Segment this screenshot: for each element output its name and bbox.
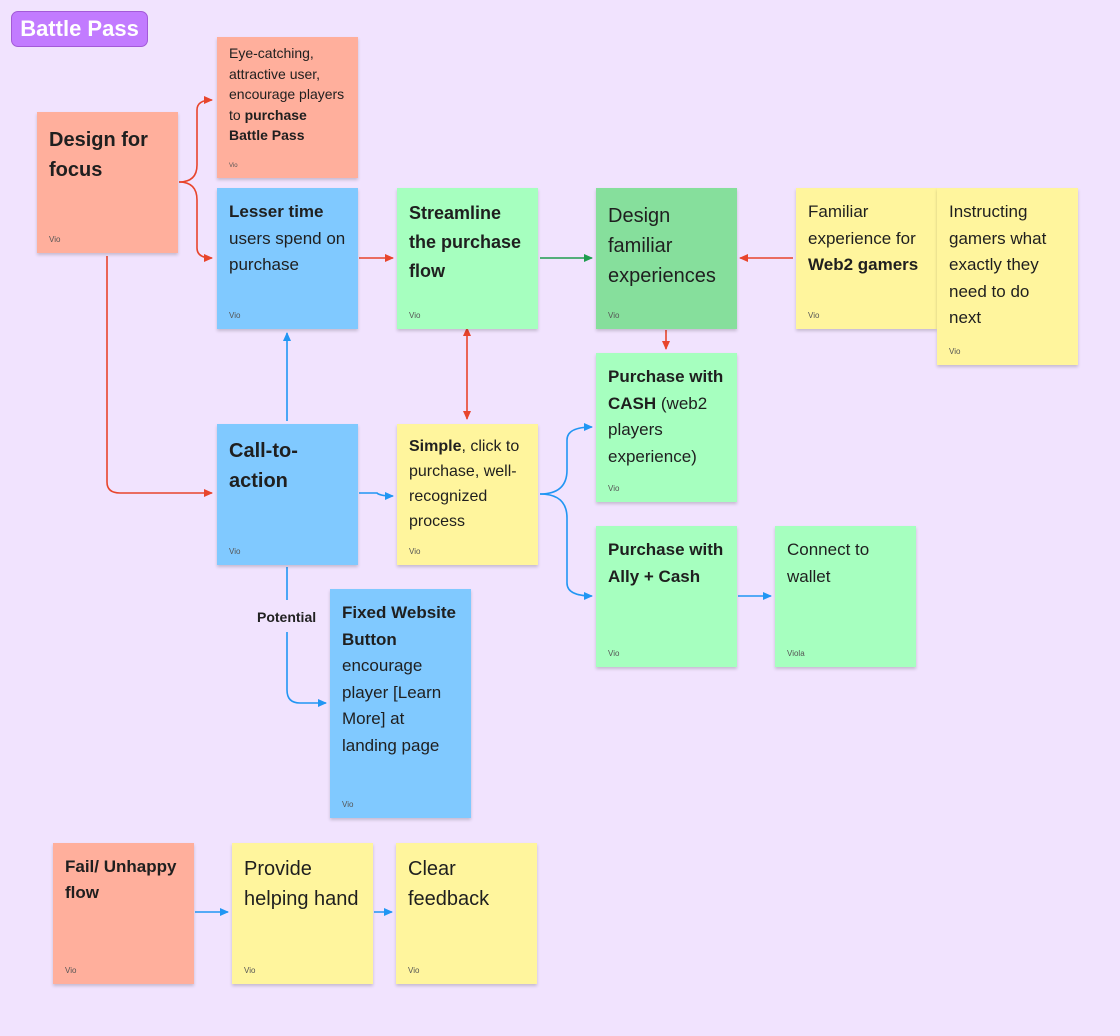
note-author: Vio — [409, 547, 421, 556]
note-fixed-website-button[interactable]: Fixed Website Button encourage player [L… — [330, 589, 471, 818]
note-text: Fixed Website Button encourage player [L… — [342, 603, 456, 755]
note-text: Clear feedback — [408, 858, 490, 910]
arrow-simple-to-cash — [539, 423, 593, 495]
note-purchase-ally[interactable]: Purchase with Ally + Cash Vio — [596, 526, 737, 667]
note-clear-feedback[interactable]: Clear feedback Vio — [396, 843, 537, 984]
note-text: Lesser time users spend on purchase — [229, 202, 346, 274]
arrow-focus-to-lesser — [178, 181, 213, 262]
note-familiar-web2[interactable]: Familiar experience for Web2 gamers Vio — [796, 188, 937, 329]
note-text: Provide helping hand — [244, 858, 359, 910]
note-author: Vio — [342, 800, 354, 809]
note-text: Eye-catching, attractive user, encourage… — [229, 45, 345, 143]
note-text: Instructing gamers what exactly they nee… — [949, 202, 1047, 327]
note-text: Simple, click to purchase, well-recogniz… — [409, 438, 520, 530]
note-author: Vio — [608, 484, 620, 493]
note-design-for-focus[interactable]: Design for focus Vio — [37, 112, 178, 253]
note-author: Vio — [408, 966, 420, 975]
note-author: Vio — [608, 649, 620, 658]
note-text: Purchase with CASH (web2 players experie… — [608, 367, 724, 466]
note-author: Vio — [409, 311, 421, 320]
note-text: Connect to wallet — [787, 540, 870, 586]
note-helping-hand[interactable]: Provide helping hand Vio — [232, 843, 373, 984]
arrow-simple-to-ally — [539, 493, 593, 600]
note-lesser-time[interactable]: Lesser time users spend on purchase Vio — [217, 188, 358, 329]
note-text: Call-to-action — [229, 440, 298, 492]
note-author: Vio — [808, 311, 820, 320]
note-author: Vio — [49, 235, 61, 244]
note-author: Vio — [608, 311, 620, 320]
arrow-focus-to-eye — [178, 96, 213, 183]
note-text: Fail/ Unhappy flow — [65, 857, 177, 902]
connector-label-potential: Potential — [257, 609, 317, 625]
arrow-focus-to-cta — [106, 256, 213, 497]
note-design-familiar[interactable]: Design familiar experiences Vio — [596, 188, 737, 329]
note-simple[interactable]: Simple, click to purchase, well-recogniz… — [397, 424, 538, 565]
note-author: Vio — [949, 347, 961, 356]
note-author: Vio — [229, 547, 241, 556]
note-author: Vio — [229, 311, 241, 320]
note-text: Design familiar experiences — [608, 205, 716, 287]
note-text: Design for focus — [49, 129, 148, 181]
note-eye-catching[interactable]: Eye-catching, attractive user, encourage… — [217, 37, 358, 178]
note-text: Purchase with Ally + Cash — [608, 540, 724, 586]
note-author: Viola — [787, 649, 805, 658]
note-author: Vio — [65, 966, 77, 975]
note-purchase-cash[interactable]: Purchase with CASH (web2 players experie… — [596, 353, 737, 502]
note-text: Familiar experience for Web2 gamers — [808, 202, 919, 274]
note-text: Streamline the purchase flow — [409, 203, 522, 281]
arrow-cta-to-simple — [359, 491, 394, 500]
note-fail-flow[interactable]: Fail/ Unhappy flow Vio — [53, 843, 194, 984]
note-instructing[interactable]: Instructing gamers what exactly they nee… — [937, 188, 1078, 365]
board-title-tag[interactable]: Battle Pass — [11, 11, 148, 47]
note-streamline[interactable]: Streamline the purchase flow Vio — [397, 188, 538, 329]
note-author: Vio — [244, 966, 256, 975]
note-author: Vio — [229, 163, 238, 169]
arrow-cta-to-fixed-2 — [286, 632, 327, 707]
note-connect-wallet[interactable]: Connect to wallet Viola — [775, 526, 916, 667]
note-call-to-action[interactable]: Call-to-action Vio — [217, 424, 358, 565]
